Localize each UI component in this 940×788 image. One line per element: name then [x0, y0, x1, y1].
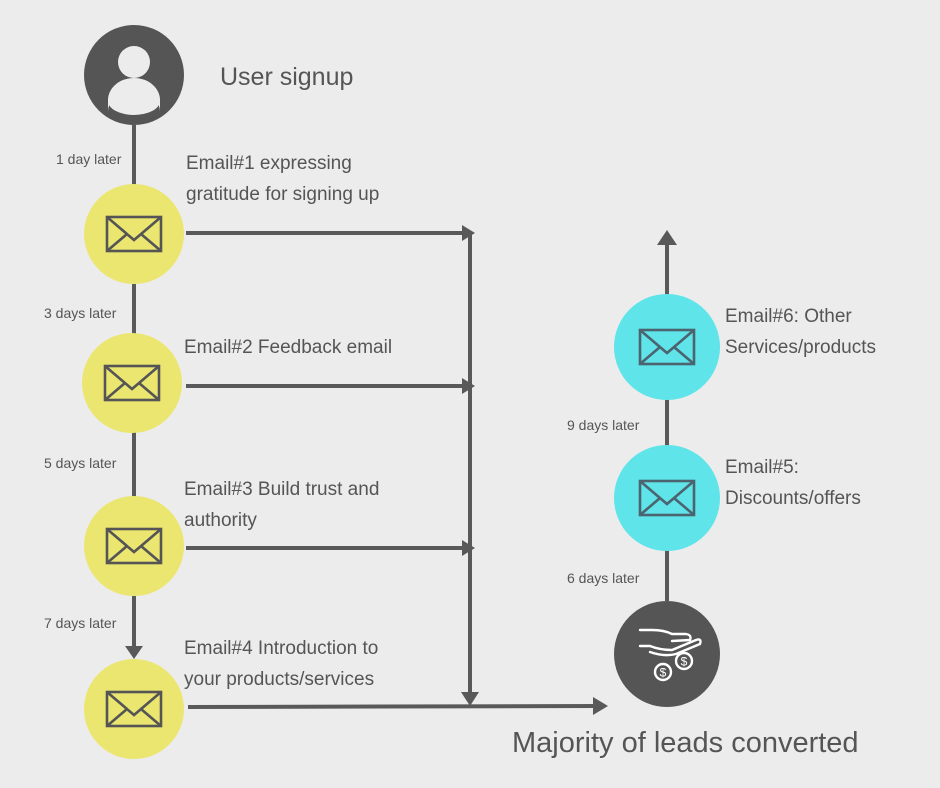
- delay-label-email3: 5 days later: [44, 455, 117, 471]
- email6-text-line1: Email#6: Other: [725, 306, 852, 327]
- user-icon: [108, 46, 160, 115]
- conversion-line: [187, 704, 597, 709]
- arrowhead-right-3: [462, 540, 475, 556]
- email-node-5: [614, 445, 720, 551]
- svg-text:$: $: [660, 666, 667, 680]
- user-signup-label: User signup: [220, 63, 354, 91]
- conversion-label: Majority of leads converted: [512, 727, 859, 759]
- email3-text-line1: Email#3 Build trust and: [184, 479, 380, 500]
- user-signup-node: [84, 25, 184, 125]
- arrowhead-down-email4: [125, 646, 143, 659]
- delay-label-email4: 7 days later: [44, 615, 117, 631]
- delay-label-email2: 3 days later: [44, 305, 117, 321]
- email2-text-line1: Email#2 Feedback email: [184, 337, 393, 358]
- arrowhead-up-followup: [657, 230, 677, 245]
- email-node-6: [614, 294, 720, 400]
- delay-label-email6: 9 days later: [567, 417, 640, 433]
- delay-label-email1: 1 day later: [56, 151, 122, 167]
- email5-text-line2: Discounts/offers: [725, 488, 861, 509]
- email-node-1: [84, 184, 184, 284]
- arrowhead-right-conversion: [593, 697, 608, 715]
- email5-text-line1: Email#5:: [725, 457, 799, 478]
- hand-money-icon: $ $: [638, 628, 702, 682]
- email-node-2: [82, 333, 182, 433]
- email4-text-line1: Email#4 Introduction to: [184, 638, 379, 659]
- arrowhead-down-collector: [461, 692, 479, 706]
- email1-text-line1: Email#1 expressing: [186, 153, 352, 174]
- svg-text:$: $: [681, 655, 688, 669]
- arrowhead-right-1: [462, 225, 475, 241]
- email6-text-line2: Services/products: [725, 337, 877, 358]
- email-node-3: [84, 496, 184, 596]
- arrowheads: [125, 225, 677, 715]
- connectors: [132, 125, 669, 709]
- delay-label-email5: 6 days later: [567, 570, 640, 586]
- email1-text-line2: gratitude for signing up: [186, 184, 380, 205]
- arrowhead-right-2: [462, 378, 475, 394]
- email3-text-line2: authority: [184, 510, 257, 531]
- email4-text-line2: your products/services: [184, 669, 375, 690]
- email-node-4: [84, 659, 184, 759]
- conversion-node: $ $: [614, 601, 720, 707]
